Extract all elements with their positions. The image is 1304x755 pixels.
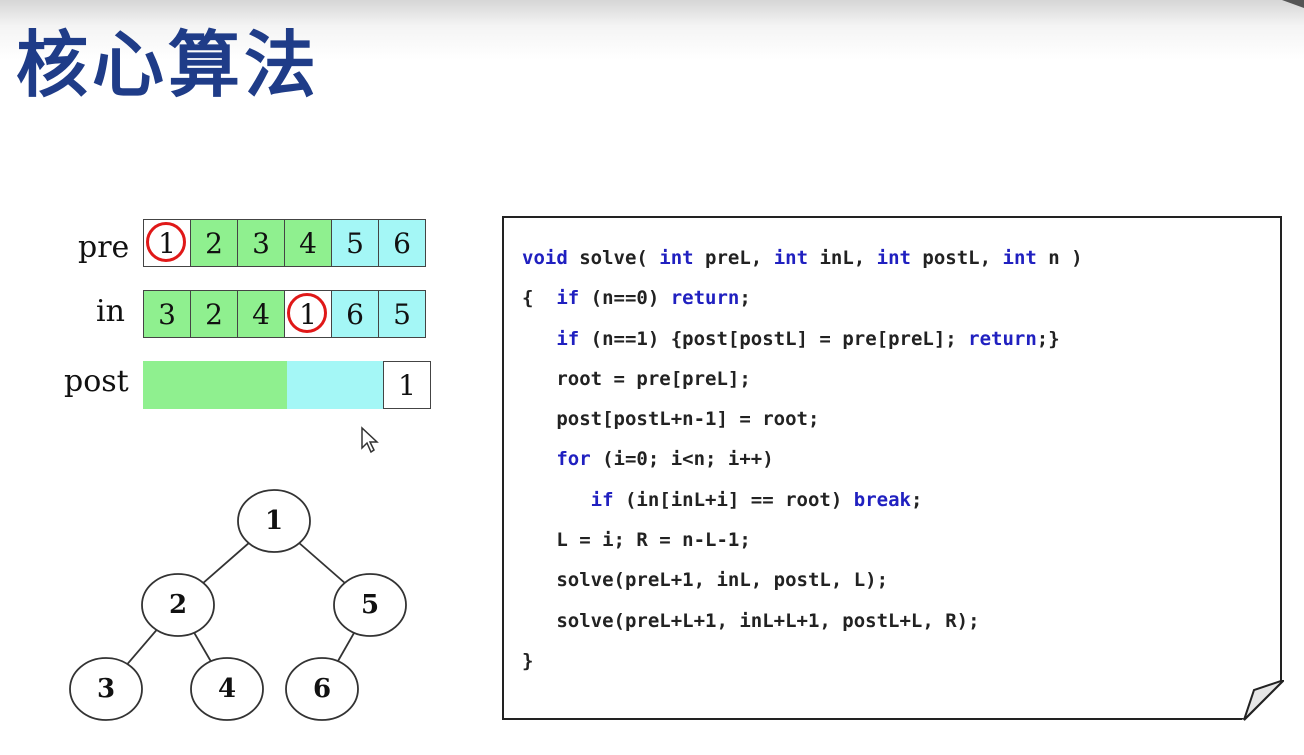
code-line: { if (n==0) return; bbox=[522, 278, 1083, 318]
slide-title: 核心算法 bbox=[16, 23, 321, 107]
in-cell-value: 2 bbox=[205, 297, 223, 331]
post-left-segment bbox=[143, 361, 287, 409]
tree-node-left-left-label: 3 bbox=[97, 674, 115, 704]
in-cell: 6 bbox=[331, 290, 379, 338]
code-text: root = pre[preL]; bbox=[522, 367, 751, 390]
code-text: n ) bbox=[1036, 247, 1083, 269]
in-cell-value: 6 bbox=[346, 297, 364, 331]
code-keyword: break bbox=[853, 488, 911, 511]
in-cell: 5 bbox=[378, 290, 426, 338]
code-line: if (in[inL+i] == root) break; bbox=[522, 480, 1083, 520]
code-text: solve(preL+1, inL, postL, L); bbox=[522, 569, 889, 592]
code-text: post[postL+n-1] = root; bbox=[522, 408, 820, 431]
in-label: in bbox=[96, 294, 125, 329]
tree-node-left-label: 2 bbox=[169, 590, 187, 620]
code-keyword: if bbox=[556, 287, 580, 310]
tree-node-right-label: 5 bbox=[361, 590, 379, 620]
code-keyword: int bbox=[773, 247, 809, 269]
code-keyword: int bbox=[1002, 247, 1037, 269]
mouse-cursor-icon bbox=[361, 426, 379, 454]
tree-node-right-left bbox=[285, 657, 359, 721]
pre-cell-value: 2 bbox=[205, 226, 223, 260]
page-fold-corner bbox=[1242, 680, 1284, 721]
code-line: solve(preL+1, inL, postL, L); bbox=[522, 560, 1083, 600]
tree-node-root bbox=[237, 489, 311, 553]
binary-tree: 1 2 5 3 4 6 bbox=[69, 489, 407, 721]
code-keyword: int bbox=[659, 247, 694, 269]
in-cell: 1 bbox=[284, 290, 332, 338]
pre-cell-value: 1 bbox=[158, 226, 176, 260]
code-text: inL, bbox=[808, 247, 877, 269]
in-cell-value: 4 bbox=[252, 297, 270, 331]
tree-node-right-left-label: 6 bbox=[313, 674, 331, 704]
code-keyword: return bbox=[968, 327, 1037, 350]
pre-cell: 1 bbox=[143, 219, 191, 267]
code-text: (n==1) {post[postL] = pre[preL]; bbox=[579, 327, 969, 350]
pre-label: pre bbox=[78, 230, 130, 265]
code-text: ;} bbox=[1036, 327, 1060, 350]
code-text bbox=[522, 489, 591, 511]
code-line: root = pre[preL]; bbox=[522, 359, 1083, 399]
code-panel bbox=[502, 216, 1282, 720]
pre-cell: 4 bbox=[284, 219, 332, 267]
code-line: } bbox=[522, 641, 1083, 681]
code-keyword: int bbox=[876, 247, 911, 269]
code-text: preL, bbox=[693, 247, 774, 269]
tree-node-left bbox=[141, 573, 215, 637]
in-cell-value: 5 bbox=[393, 297, 411, 331]
code-text: (i=0; i<n; i++) bbox=[590, 448, 774, 471]
post-right-segment bbox=[287, 361, 383, 409]
post-last-cell: 1 bbox=[383, 361, 431, 409]
code-keyword: void bbox=[522, 247, 568, 269]
code-text: solve(preL+L+1, inL+L+1, postL+L, R); bbox=[522, 609, 980, 632]
pre-cell-value: 5 bbox=[346, 226, 364, 260]
highlight-circle bbox=[287, 293, 327, 333]
code-text: { bbox=[522, 287, 557, 310]
tree-node-right bbox=[333, 573, 407, 637]
code-text: (n==0) bbox=[579, 287, 671, 310]
code-line: void solve( int preL, int inL, int postL… bbox=[522, 238, 1083, 278]
tree-node-left-left bbox=[69, 657, 143, 721]
code-listing: void solve( int preL, int inL, int postL… bbox=[522, 238, 1083, 681]
code-text: L = i; R = n-L-1; bbox=[522, 529, 751, 552]
in-cell-value: 1 bbox=[299, 297, 317, 331]
in-cell: 2 bbox=[190, 290, 238, 338]
code-text: postL, bbox=[910, 247, 1003, 269]
post-label: post bbox=[64, 364, 129, 399]
code-text: (in[inL+i] == root) bbox=[613, 488, 854, 511]
code-line: solve(preL+L+1, inL+L+1, postL+L, R); bbox=[522, 601, 1083, 641]
pre-cell: 5 bbox=[331, 219, 379, 267]
code-text: } bbox=[522, 649, 534, 672]
pre-cell-value: 4 bbox=[299, 226, 317, 260]
in-cell-value: 3 bbox=[158, 297, 176, 331]
code-keyword: for bbox=[556, 448, 591, 471]
code-line: for (i=0; i<n; i++) bbox=[522, 439, 1083, 479]
code-text: solve( bbox=[567, 247, 660, 269]
code-keyword: if bbox=[590, 488, 614, 511]
tree-node-left-right bbox=[190, 657, 264, 721]
tree-node-left-right-label: 4 bbox=[218, 674, 236, 704]
in-cell: 3 bbox=[143, 290, 191, 338]
pre-cell-value: 3 bbox=[252, 226, 270, 260]
code-keyword: if bbox=[556, 327, 580, 350]
pre-cell-value: 6 bbox=[393, 226, 411, 260]
code-text: ; bbox=[739, 287, 751, 310]
pre-cell: 6 bbox=[378, 219, 426, 267]
pre-cell: 3 bbox=[237, 219, 285, 267]
code-line: post[postL+n-1] = root; bbox=[522, 399, 1083, 439]
code-line: if (n==1) {post[postL] = pre[preL]; retu… bbox=[522, 319, 1083, 359]
tree-node-root-label: 1 bbox=[265, 506, 283, 536]
corner-mark bbox=[1282, 0, 1304, 8]
code-text bbox=[522, 448, 556, 470]
highlight-circle bbox=[146, 222, 186, 262]
code-text bbox=[522, 328, 556, 350]
pre-cell: 2 bbox=[190, 219, 238, 267]
code-line: L = i; R = n-L-1; bbox=[522, 520, 1083, 560]
code-text: ; bbox=[910, 488, 923, 511]
code-keyword: return bbox=[670, 287, 740, 310]
in-cell: 4 bbox=[237, 290, 285, 338]
